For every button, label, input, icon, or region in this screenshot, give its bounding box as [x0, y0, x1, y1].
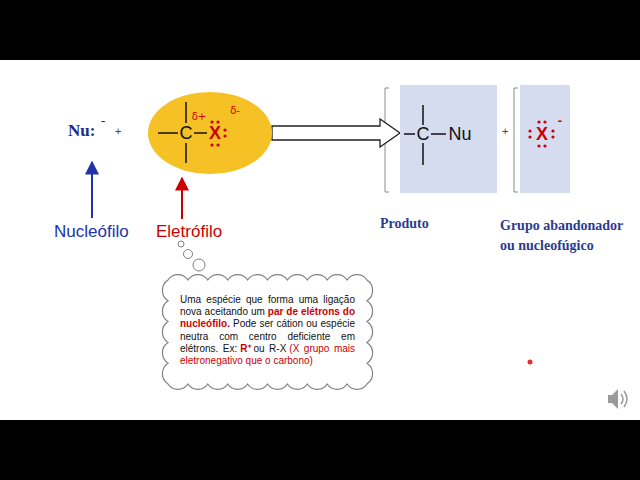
electron-dot	[537, 120, 540, 123]
electron-dot	[223, 128, 226, 131]
cloud-paragraph: Uma espécie que forma uma ligação nova a…	[180, 294, 355, 367]
definition-cloud: Uma espécie que forma uma ligação nova a…	[160, 272, 375, 392]
electron-dot	[223, 134, 226, 137]
nucleophile-symbol: Nu:	[68, 121, 95, 141]
electron-dot	[537, 144, 540, 147]
electron-dot	[551, 135, 554, 138]
nucleophile-group: Nu	[448, 125, 471, 143]
nucleophile-label: Nucleófilo	[54, 222, 129, 242]
product-label: Produto	[380, 216, 429, 232]
chemical-bond	[185, 102, 187, 123]
highlight-text: R⁺	[240, 343, 250, 354]
reaction-arrow	[272, 119, 400, 147]
chemical-bond	[422, 105, 424, 125]
pointer-arrow	[181, 178, 183, 219]
chemical-bond	[422, 143, 424, 165]
pointer-dot	[528, 360, 533, 365]
pointer-arrow	[91, 162, 93, 218]
carbon-atom: C	[180, 124, 193, 142]
ellipse-fill	[148, 92, 272, 174]
speaker-icon	[608, 389, 627, 409]
electrophile-ellipse: Cδ+Xδ-	[148, 92, 272, 174]
electron-dot	[551, 129, 554, 132]
top-bar	[0, 0, 640, 60]
electron-dot	[528, 135, 531, 138]
electrophile-label: Eletrófilo	[156, 222, 222, 242]
chemical-bond	[404, 133, 415, 135]
definition-text: ou R-X	[254, 343, 287, 354]
bottom-bar	[0, 420, 640, 480]
thought-bubble	[178, 241, 184, 247]
leaving-group-box: X-	[520, 85, 570, 193]
chemical-bond	[431, 133, 446, 135]
electron-dot	[528, 129, 531, 132]
charge-sign: -	[101, 113, 105, 129]
carbon-atom: C	[417, 125, 430, 143]
halide-ion: X	[536, 125, 548, 143]
plus-sign: +	[115, 125, 121, 137]
product-box: C Nu	[400, 85, 497, 193]
halogen-atom: X	[209, 124, 221, 142]
thought-bubble	[184, 250, 193, 259]
chemical-bond	[185, 143, 187, 163]
cloud-outline	[162, 275, 372, 390]
plus-sign: +	[502, 125, 508, 137]
electron-dot	[543, 144, 546, 147]
thought-bubble	[193, 259, 205, 271]
ion-charge: -	[558, 114, 562, 127]
leaving-group-label: Grupo abandonador ou nucleofúgico	[500, 216, 625, 256]
bracket	[514, 88, 518, 192]
chemical-bond	[158, 132, 178, 134]
electron-dot	[210, 143, 213, 146]
electron-dot	[216, 143, 219, 146]
chemical-bond	[194, 132, 207, 134]
partial-charge: δ-	[230, 106, 240, 116]
electron-dot	[543, 120, 546, 123]
partial-charge: δ+	[192, 112, 207, 122]
